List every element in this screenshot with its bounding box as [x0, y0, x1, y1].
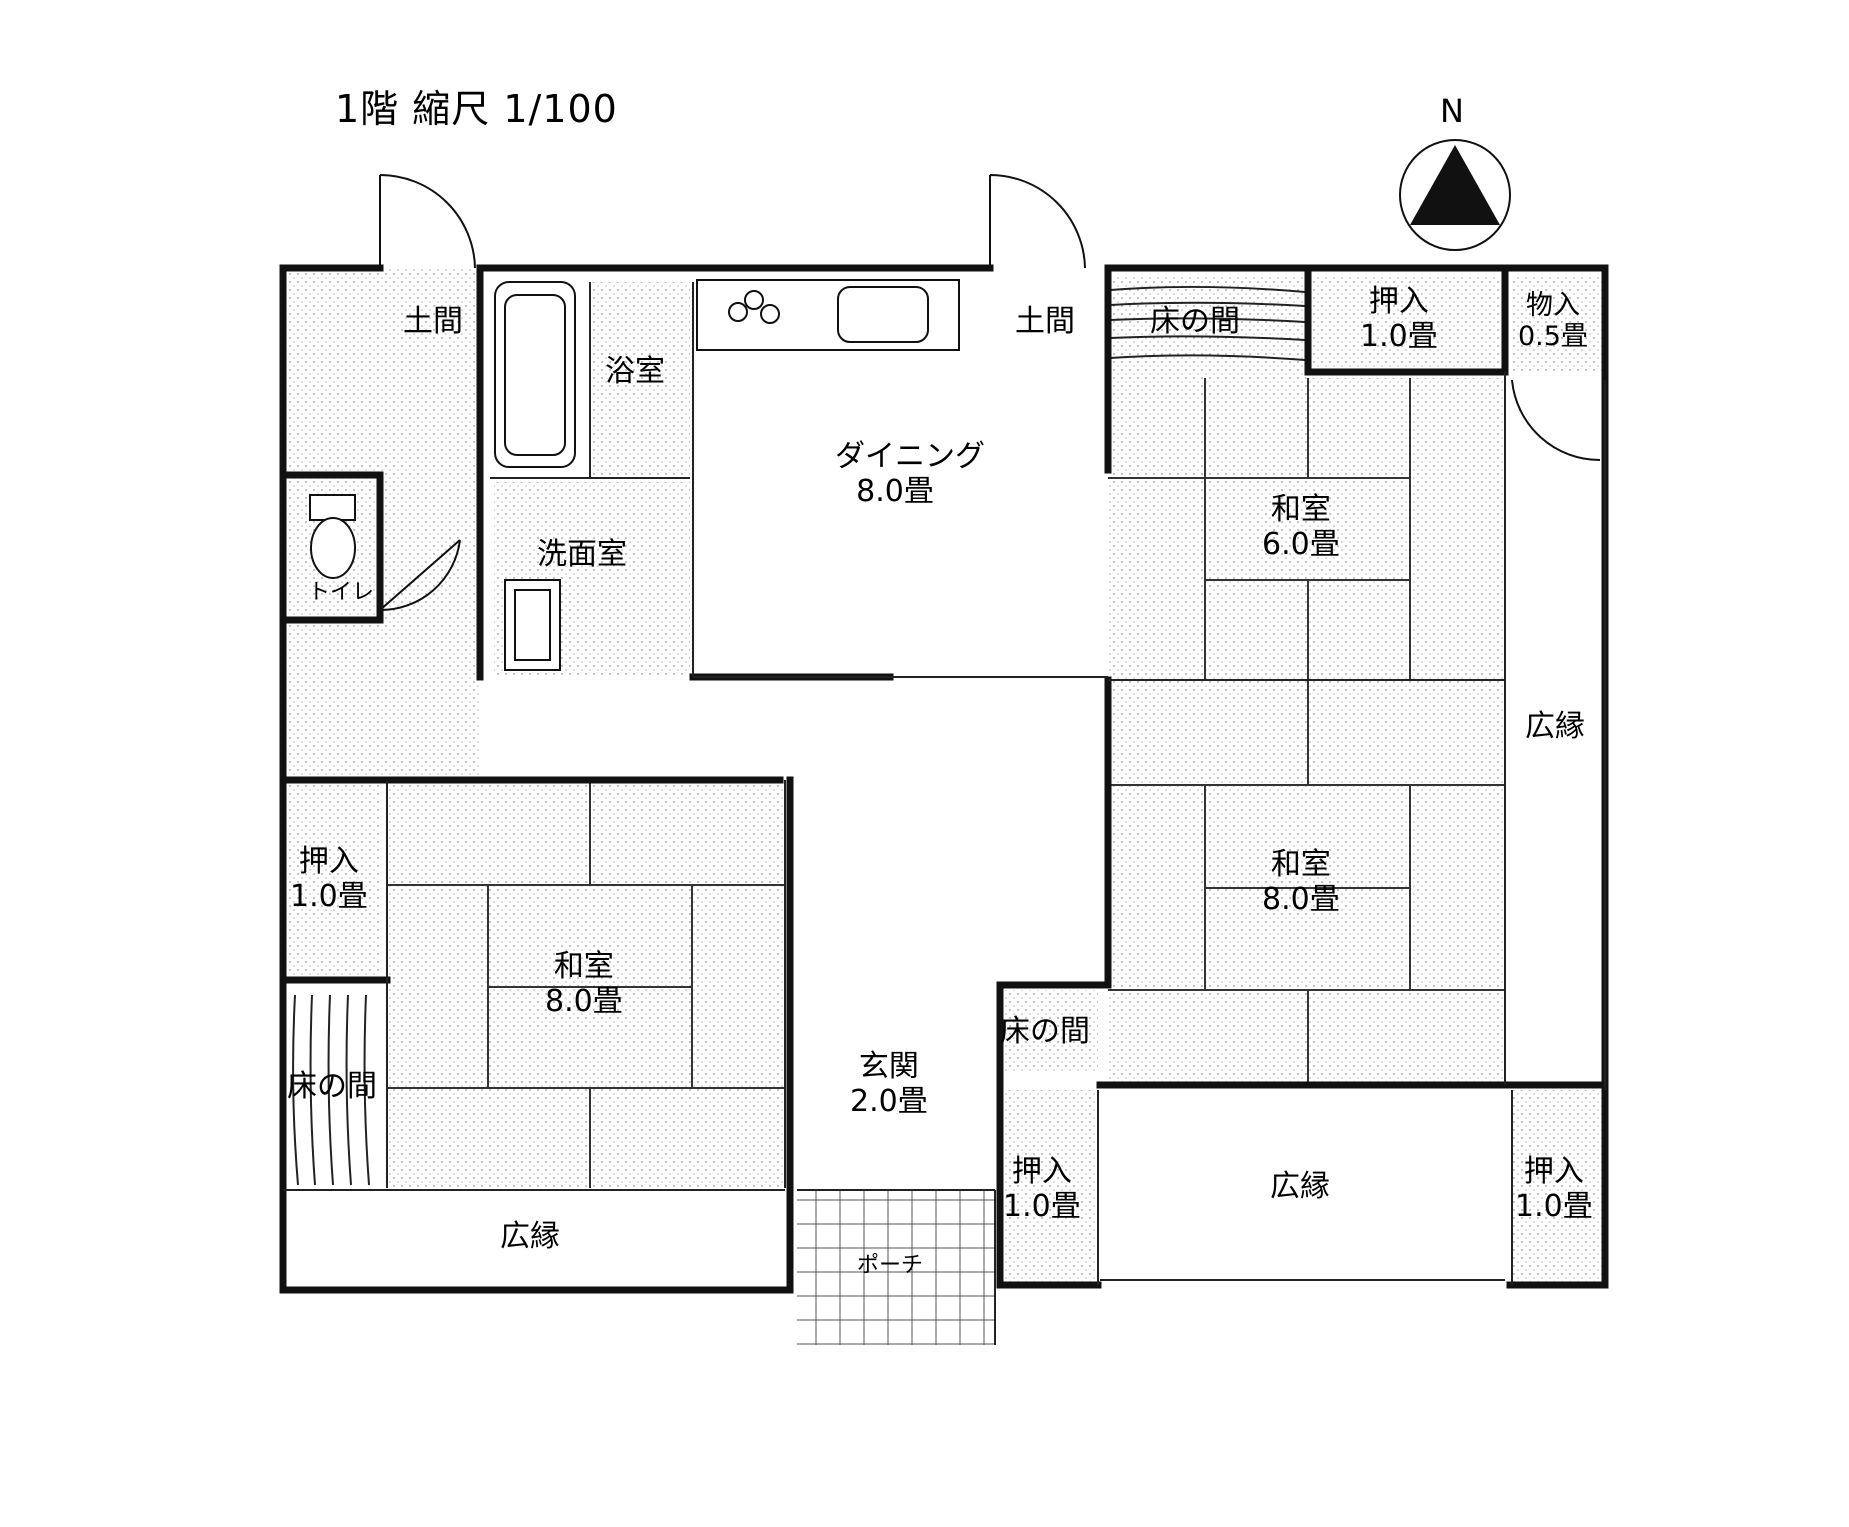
porch-floor [797, 1190, 995, 1345]
label-toilet: トイレ [308, 580, 375, 605]
door-right-swing [989, 174, 1086, 269]
label-bath: 浴室 [605, 354, 665, 389]
washitsu-8r-name: 和室 [1270, 847, 1331, 882]
oshiire-right-name: 押入 [1523, 1154, 1584, 1189]
toilet-icon [309, 494, 356, 521]
dining-name: ダイニング [835, 439, 985, 474]
label-oshiire-right: 押入 1.0畳 [1515, 1154, 1593, 1224]
washitsu-8l-floor [387, 780, 785, 1188]
oshiire-right-size: 1.0畳 [1515, 1188, 1593, 1224]
monoire-size: 0.5畳 [1518, 321, 1588, 353]
label-doma-right: 土間 [1015, 304, 1075, 339]
genkan-name: 玄関 [858, 1049, 919, 1084]
sink-icon [837, 286, 929, 343]
label-washroom: 洗面室 [537, 537, 627, 572]
monoire-floor [1512, 277, 1602, 372]
label-washitsu-8-left: 和室 8.0畳 [545, 949, 623, 1019]
label-hiroen-right: 広縁 [1525, 709, 1585, 744]
monoire-name: 物入 [1525, 290, 1580, 321]
label-dining: ダイニング 8.0畳 [835, 439, 985, 509]
tokonoma-top-floor [1108, 277, 1306, 378]
label-tokonoma-center: 床の間 [1000, 1014, 1090, 1049]
tokonoma-center-floor [1000, 990, 1098, 1073]
label-genkan: 玄関 2.0畳 [850, 1049, 928, 1119]
label-porch: ポーチ [857, 1253, 924, 1278]
north-label: N [1440, 92, 1464, 130]
floor-textures [283, 268, 1607, 1345]
tatami-lines [387, 378, 1504, 1188]
oshiire-center-floor [1000, 1090, 1098, 1285]
washitsu-6-size: 6.0畳 [1262, 526, 1340, 562]
genkan-size: 2.0畳 [850, 1083, 928, 1119]
partitions [283, 282, 1606, 1345]
oshiire-left-name: 押入 [298, 844, 359, 879]
washitsu-8r-floor [1108, 680, 1504, 1085]
washitsu-8l-name: 和室 [553, 949, 614, 984]
label-hiroen-left: 広縁 [500, 1219, 560, 1254]
toilet-door-swing [379, 539, 461, 612]
washitsu-6-name: 和室 [1270, 492, 1331, 527]
oshiire-center-name: 押入 [1011, 1154, 1072, 1189]
label-oshiire-center: 押入 1.0畳 [1003, 1154, 1081, 1224]
label-tokonoma-left: 床の間 [287, 1069, 377, 1104]
dining-size: 8.0畳 [856, 473, 934, 509]
label-washitsu-6: 和室 6.0畳 [1262, 492, 1340, 562]
tokonoma-boards [292, 285, 1306, 1186]
oshiire-left-floor [283, 785, 381, 980]
washitsu-6-floor [1108, 378, 1504, 680]
north-arrow-icon [1399, 139, 1511, 251]
label-oshiire-top: 押入 1.0畳 [1360, 284, 1438, 354]
oshiire-left-size: 1.0畳 [290, 878, 368, 914]
washitsu-8r-size: 8.0畳 [1262, 881, 1340, 917]
fixtures [309, 279, 960, 671]
door-left-swing [379, 174, 476, 269]
oshiire-center-size: 1.0畳 [1003, 1188, 1081, 1224]
walls [279, 264, 1609, 1294]
label-tokonoma-top: 床の間 [1150, 304, 1240, 339]
oshiire-top-size: 1.0畳 [1360, 318, 1438, 354]
doors [379, 174, 1601, 612]
label-oshiire-left: 押入 1.0畳 [290, 844, 368, 914]
oshiire-top-name: 押入 [1368, 284, 1429, 319]
oshiire-top-floor [1310, 277, 1505, 372]
washitsu-8l-size: 8.0畳 [545, 983, 623, 1019]
bath-floor [588, 282, 690, 477]
label-monoire: 物入 0.5畳 [1518, 290, 1588, 352]
plan-title: 1階 縮尺 1/100 [335, 87, 618, 131]
label-hiroen-bottom: 広縁 [1270, 1169, 1330, 1204]
oshiire-right-floor [1512, 1090, 1607, 1285]
label-doma-left: 土間 [403, 304, 463, 339]
monoire-door-swing [1511, 379, 1601, 462]
stove-icon [728, 302, 748, 322]
label-washitsu-8-right: 和室 8.0畳 [1262, 847, 1340, 917]
